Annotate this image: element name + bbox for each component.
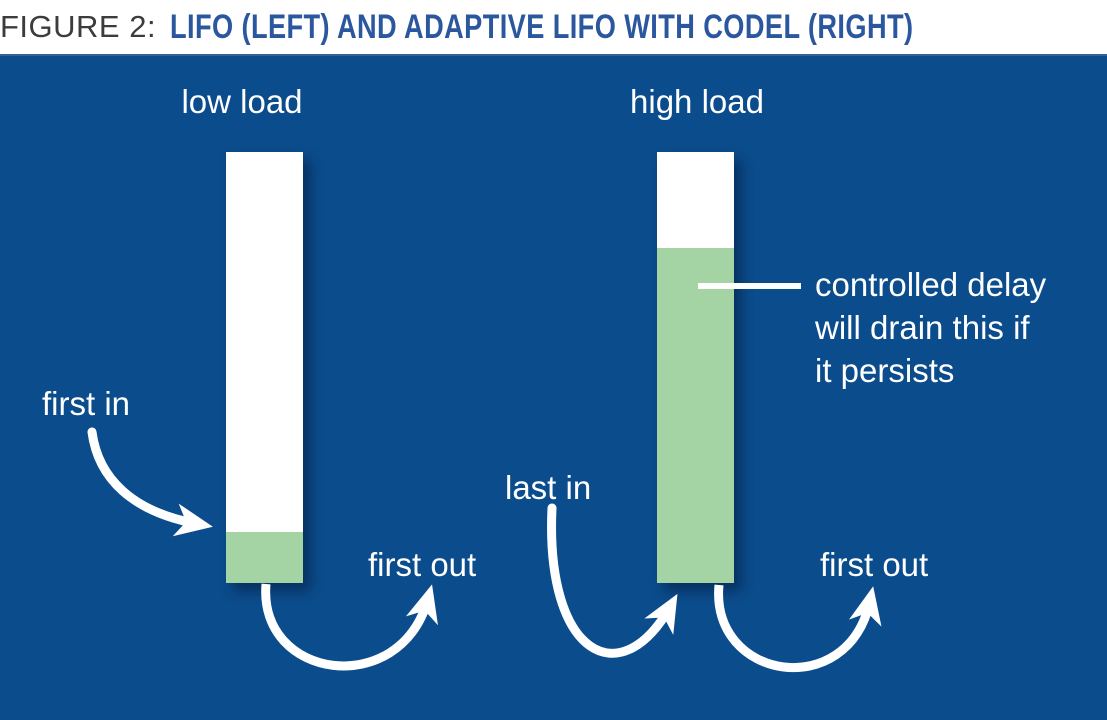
- annotation-line-1: controlled delay: [815, 266, 1047, 303]
- right-queue-fill: [657, 248, 734, 583]
- last-in-label: last in: [505, 469, 592, 506]
- figure-title-prefix: FIGURE 2:: [0, 9, 157, 44]
- figure-title: FIGURE 2: LIFO (LEFT) AND ADAPTIVE LIFO …: [0, 0, 1107, 54]
- annotation-line-3: it persists: [815, 352, 955, 389]
- low-load-label: low load: [181, 83, 303, 120]
- controlled-delay-annotation: controlled delay will drain this if it p…: [815, 263, 1046, 392]
- right-queue-bar: [657, 152, 734, 583]
- first-in-label: first in: [42, 385, 131, 422]
- figure-title-text: LIFO (LEFT) AND ADAPTIVE LIFO WITH CODEL…: [170, 7, 914, 46]
- annotation-pointer-line: [698, 283, 801, 289]
- annotation-line-2: will drain this if: [815, 309, 1030, 346]
- first-out-left-label: first out: [368, 546, 477, 583]
- left-queue-bar: [226, 152, 303, 583]
- high-load-label: high load: [630, 83, 764, 120]
- first-out-right-label: first out: [820, 546, 929, 583]
- left-queue-fill: [226, 532, 303, 583]
